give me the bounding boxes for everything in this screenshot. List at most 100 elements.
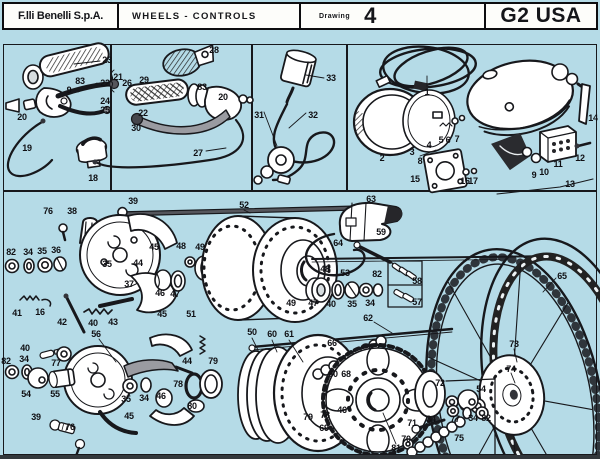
brand-box: F.lli Benelli S.p.A. — [2, 2, 119, 30]
part-label-22: 22 — [138, 108, 148, 118]
model-name: G2 USA — [500, 4, 582, 27]
part-label-49: 49 — [286, 298, 296, 308]
part-label-69: 69 — [319, 423, 329, 433]
part-label-31: 31 — [254, 110, 264, 120]
drawing-label: Drawing — [319, 12, 351, 20]
part-label-32: 32 — [308, 110, 318, 120]
part-label-5: 5 — [438, 135, 444, 145]
part-label-47: 47 — [308, 298, 318, 308]
part-label-34: 34 — [365, 298, 375, 308]
part-label-10: 10 — [539, 167, 549, 177]
diagram-frame — [3, 44, 597, 455]
part-label-19: 19 — [22, 143, 32, 153]
page-bottom-edge — [0, 455, 600, 459]
part-label-40: 40 — [88, 318, 98, 328]
part-label-57: 57 — [412, 297, 422, 307]
part-label-65: 65 — [557, 271, 567, 281]
clutch-assembly-art — [5, 42, 120, 178]
part-label-35: 35 — [347, 299, 357, 309]
part-label-68: 68 — [341, 369, 351, 379]
part-label-29: 29 — [139, 75, 149, 85]
part-label-52: 52 — [239, 200, 249, 210]
part-label-13: 13 — [565, 179, 575, 189]
drawing-number: 4 — [364, 3, 377, 28]
part-label-38: 38 — [67, 206, 77, 216]
part-label-64: 64 — [333, 238, 343, 248]
divider-2 — [251, 44, 253, 191]
part-label-34: 34 — [23, 247, 33, 257]
part-label-43: 43 — [108, 317, 118, 327]
part-label-53: 53 — [340, 268, 350, 278]
part-label-3: 3 — [409, 147, 415, 157]
part-label-15: 15 — [410, 174, 420, 184]
part-label-55: 55 — [50, 389, 60, 399]
part-label-16: 16 — [460, 176, 470, 186]
part-label-54: 54 — [476, 384, 486, 394]
part-label-46: 46 — [337, 405, 347, 415]
part-label-30: 30 — [131, 123, 141, 133]
brand-text: F.lli Benelli S.p.A. — [17, 10, 104, 22]
part-label-26: 26 — [122, 78, 132, 88]
part-label-41: 41 — [12, 308, 22, 318]
part-label-66: 66 — [327, 338, 337, 348]
part-label-44: 44 — [182, 356, 192, 366]
section-title: WHEELS - CONTROLS — [132, 10, 257, 22]
part-label-79: 79 — [303, 412, 313, 422]
part-label-34: 34 — [426, 414, 436, 424]
part-label-35: 35 — [121, 394, 131, 404]
part-label-82: 82 — [6, 247, 16, 257]
part-label-6: 6 — [445, 135, 451, 145]
part-label-1: 1 — [424, 87, 430, 97]
section-title-box: WHEELS - CONTROLS — [117, 2, 301, 30]
part-label-71: 71 — [407, 418, 417, 428]
part-label-60: 60 — [267, 329, 277, 339]
part-label-63: 63 — [366, 194, 376, 204]
part-label-82: 82 — [372, 269, 382, 279]
part-label-58: 58 — [412, 276, 422, 286]
part-label-70: 70 — [401, 434, 411, 444]
part-label-40: 40 — [326, 299, 336, 309]
part-label-45: 45 — [157, 309, 167, 319]
part-label-76: 76 — [65, 422, 75, 432]
part-label-80: 80 — [187, 401, 197, 411]
part-label-76: 76 — [43, 206, 53, 216]
part-label-34: 34 — [139, 393, 149, 403]
part-label-37: 37 — [124, 279, 134, 289]
divider-1 — [110, 44, 112, 191]
part-label-16: 16 — [35, 307, 45, 317]
part-label-39: 39 — [128, 196, 138, 206]
part-label-33: 33 — [326, 73, 336, 83]
part-label-7: 7 — [454, 134, 460, 144]
part-label-25: 25 — [100, 105, 110, 115]
part-label-27: 27 — [193, 148, 203, 158]
part-label-46: 46 — [156, 391, 166, 401]
part-label-34: 34 — [19, 354, 29, 364]
part-label-34: 34 — [468, 413, 478, 423]
part-label-20: 20 — [218, 92, 228, 102]
part-label-49: 49 — [195, 242, 205, 252]
speedo-cable-art — [253, 49, 336, 185]
part-label-62: 62 — [363, 313, 373, 323]
throttle-assembly-art — [92, 44, 254, 169]
part-label-77: 77 — [450, 414, 460, 424]
model-box: G2 USA — [484, 2, 598, 30]
part-label-83: 83 — [197, 82, 207, 92]
part-label-22: 22 — [100, 78, 110, 88]
part-label-78: 78 — [320, 410, 330, 420]
part-label-12: 12 — [575, 153, 585, 163]
part-label-35: 35 — [102, 259, 112, 269]
divider-3 — [346, 44, 348, 191]
part-label-28: 28 — [209, 45, 219, 55]
part-label-9: 9 — [66, 85, 72, 95]
part-label-2: 2 — [379, 153, 385, 163]
part-label-4: 4 — [426, 140, 432, 150]
part-label-50: 50 — [247, 327, 257, 337]
chain-lower-art — [406, 416, 466, 458]
part-label-61: 61 — [284, 329, 294, 339]
part-label-79: 79 — [208, 356, 218, 366]
part-label-56: 56 — [91, 329, 101, 339]
part-label-73: 73 — [509, 339, 519, 349]
